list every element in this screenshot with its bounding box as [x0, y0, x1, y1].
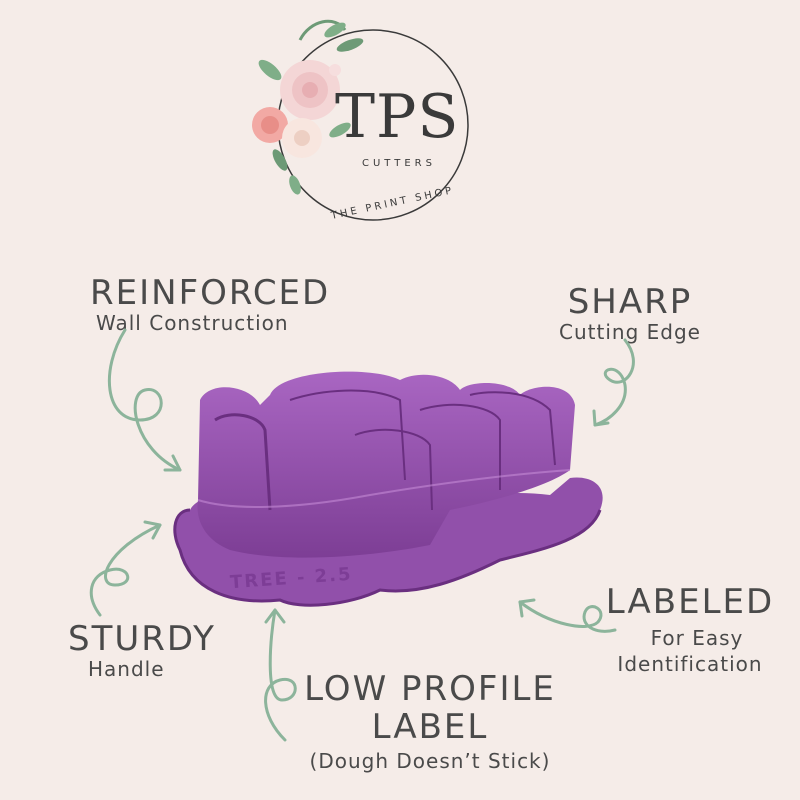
- callout-sturdy: STURDY Handle: [68, 622, 268, 682]
- callout-subtitle-line1: For Easy: [650, 626, 744, 650]
- arrow-sturdy-icon: [89, 520, 162, 617]
- callout-title: LABELED: [605, 582, 775, 622]
- callout-subtitle-line2: Identification: [617, 652, 763, 676]
- callout-title: SHARP: [567, 282, 693, 322]
- callout-title: REINFORCED: [90, 273, 331, 313]
- callout-subtitle: (Dough Doesn’t Stick): [309, 749, 551, 773]
- callout-title-line2: LABEL: [371, 707, 489, 747]
- callout-subtitle: Handle: [88, 657, 165, 681]
- arrow-sharp-icon: [592, 338, 635, 427]
- floral-decoration-icon: [252, 19, 364, 195]
- callout-subtitle: Wall Construction: [96, 311, 289, 335]
- callout-title-line1: LOW PROFILE: [304, 669, 556, 709]
- callout-labeled: LABELED For Easy Identification: [600, 585, 780, 677]
- callout-title: STURDY: [68, 619, 216, 659]
- callout-reinforced: REINFORCED Wall Construction: [90, 276, 330, 336]
- logo-tagline: CUTTERS: [362, 158, 436, 169]
- logo-brand-text: TPS: [335, 82, 460, 152]
- callout-low-profile: LOW PROFILE LABEL (Dough Doesn’t Stick): [290, 672, 570, 774]
- arrow-low-profile-icon: [264, 608, 297, 742]
- logo-ring-graphic: [252, 19, 469, 221]
- arrow-reinforced-icon: [107, 328, 182, 472]
- cookie-cutter-image: TREE - 2.5: [170, 360, 610, 620]
- callout-subtitle: Cutting Edge: [559, 320, 701, 344]
- arrow-labeled-icon: [518, 598, 617, 633]
- callout-sharp: SHARP Cutting Edge: [530, 285, 730, 345]
- brand-logo: TPS CUTTERS THE PRINT SHOP: [240, 10, 510, 240]
